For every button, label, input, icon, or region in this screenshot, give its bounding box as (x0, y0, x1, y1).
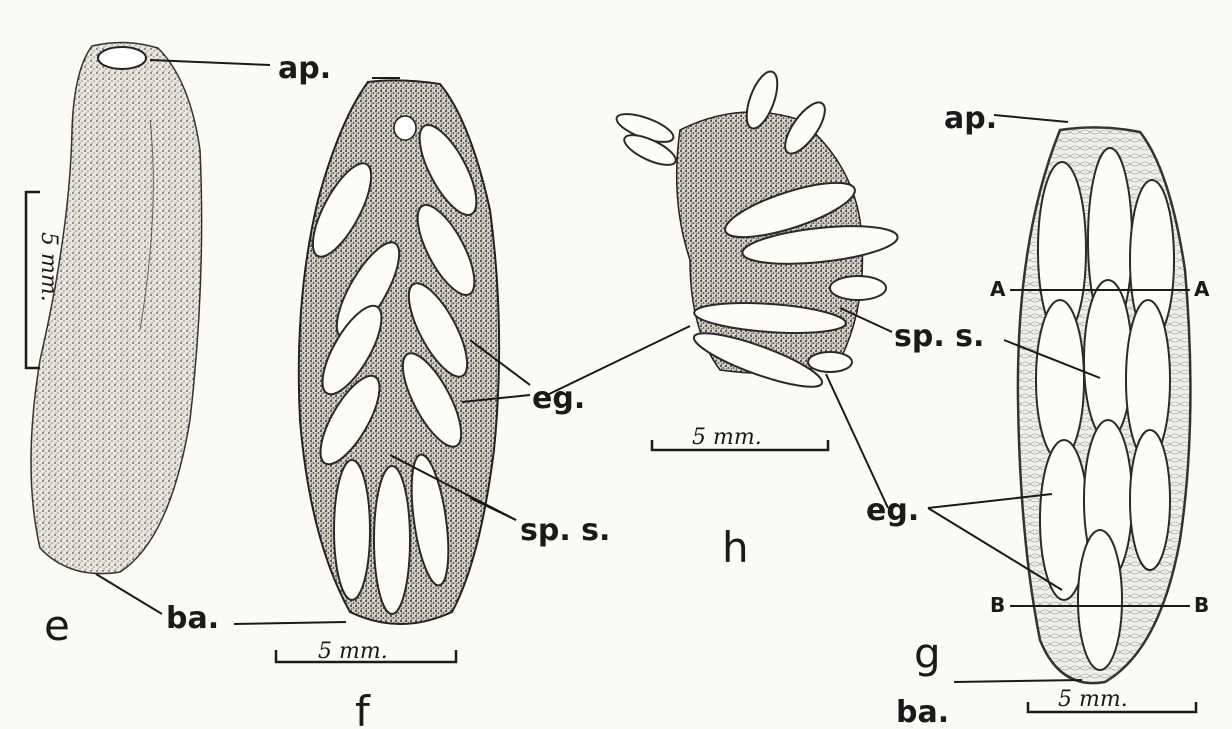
label-B-left: B (990, 593, 1005, 617)
egg-cells-h (615, 70, 899, 388)
label-eg-1: eg. (532, 381, 585, 416)
scale-label-g: 5 mm. (1058, 687, 1128, 712)
label-ba-2: ba. (896, 695, 949, 729)
scale-bar-f: 5 mm. (274, 639, 458, 664)
leader-lines (95, 59, 1190, 683)
figure-letter-g: g (914, 629, 941, 678)
scale-bar-e: 5 mm. (24, 190, 61, 370)
label-A-left: A (990, 277, 1006, 301)
egg-cells-f (311, 124, 478, 615)
label-sps-1: sp. s. (520, 513, 610, 548)
figure-letters: e f h g (44, 523, 941, 729)
label-ap-1: ap. (278, 51, 331, 86)
figure-f-section (297, 79, 501, 625)
scale-label-h: 5 mm. (692, 425, 762, 450)
label-eg-2: eg. (866, 493, 919, 528)
label-sps-2: sp. s. (894, 319, 984, 354)
figure-letter-h: h (722, 523, 749, 572)
figure-g-cone (1016, 126, 1192, 685)
scale-label-e: 5 mm. (36, 232, 61, 302)
label-ba-1: ba. (166, 601, 219, 636)
figure-letter-f: f (355, 687, 371, 729)
scale-bar-h: 5 mm. (650, 425, 830, 452)
figure-e-cone (30, 41, 203, 575)
label-B-right: B (1194, 593, 1209, 617)
scale-label-f: 5 mm. (318, 639, 388, 664)
egg-cells-g (1035, 147, 1175, 671)
label-ap-2: ap. (944, 101, 997, 136)
label-A-right: A (1194, 277, 1210, 301)
figure-letter-e: e (44, 601, 70, 650)
labels: ap. ba. eg. sp. s. sp. s. eg. ap. ba. A … (166, 51, 1210, 729)
scale-bar-g: 5 mm. (1026, 687, 1198, 714)
figure-h-fragment (615, 70, 899, 388)
